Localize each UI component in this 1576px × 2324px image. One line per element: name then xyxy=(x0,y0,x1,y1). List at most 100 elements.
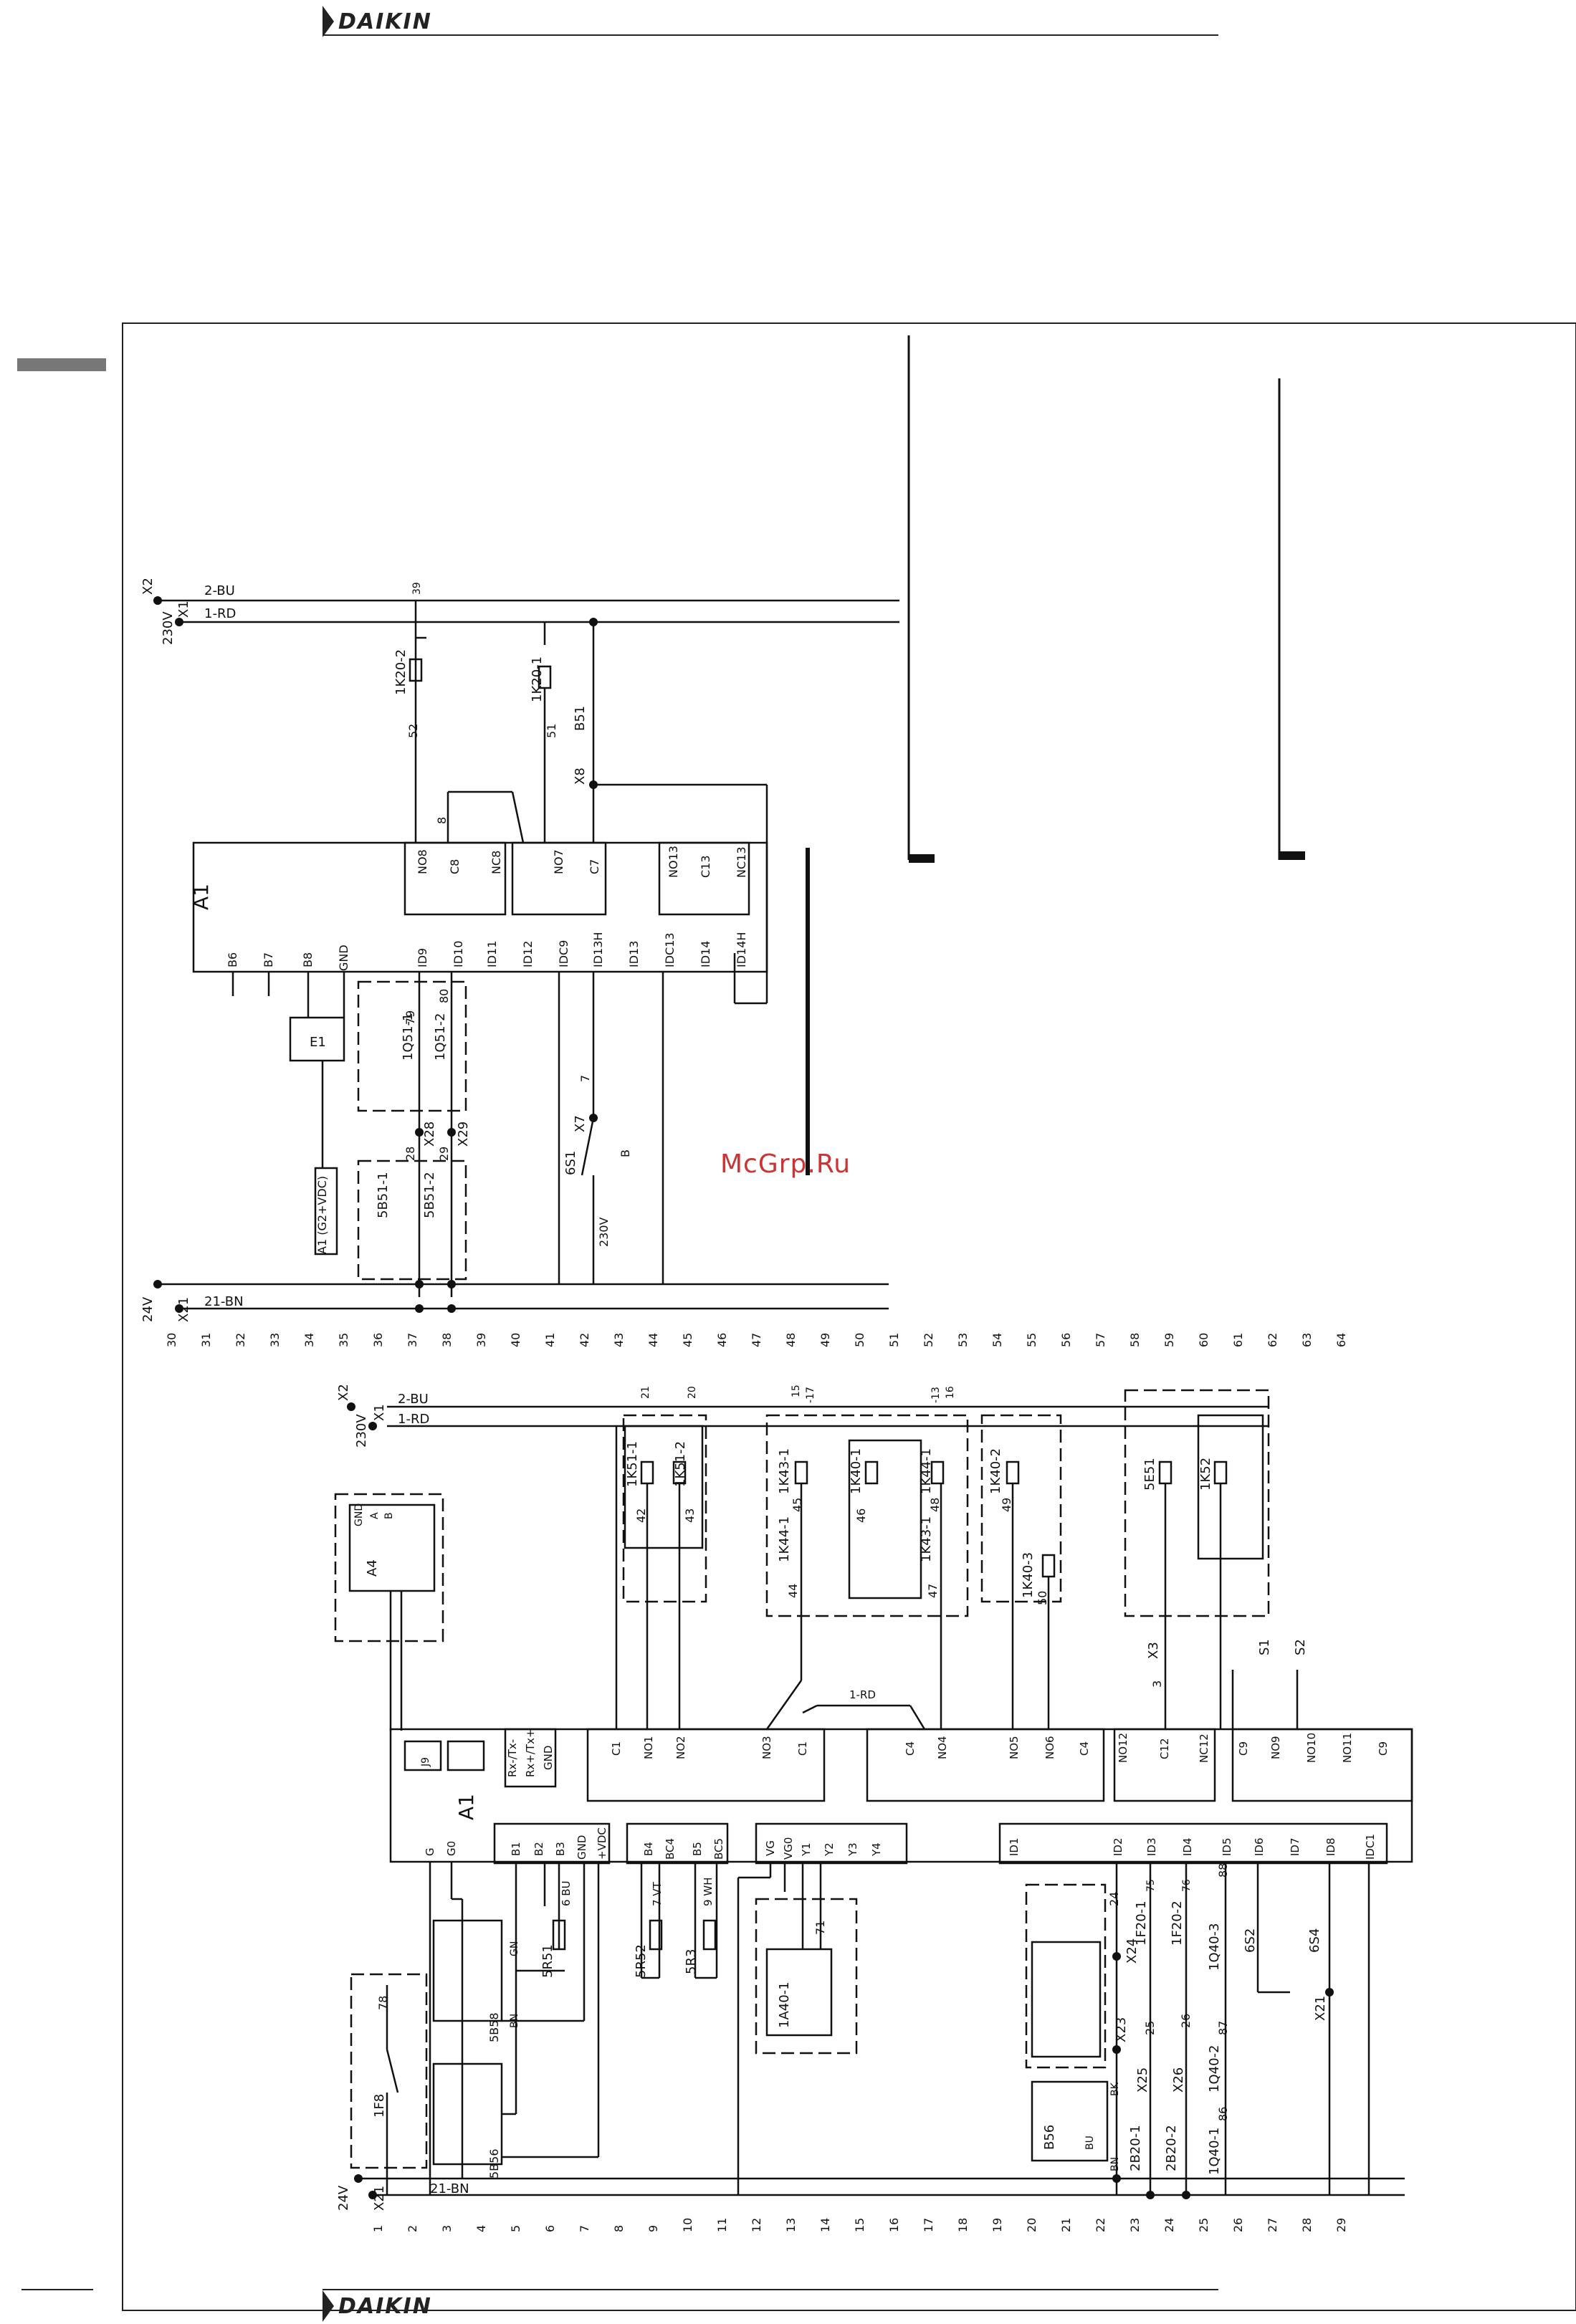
lower-label-5b56: 5B56 xyxy=(487,2148,501,2179)
lower-j5-id6: ID6 xyxy=(1253,1837,1266,1856)
upper-ruler-num: 55 xyxy=(1025,1333,1038,1347)
upper-ruler-num: 52 xyxy=(922,1333,935,1347)
upper-rail-x1: X1 xyxy=(176,601,191,618)
upper-j8-id13h: ID13H xyxy=(591,932,605,967)
lower-ruler-num: 15 xyxy=(853,2218,866,2232)
upper-label-x28: X28 xyxy=(422,1122,437,1147)
upper-ruler-num: 59 xyxy=(1162,1333,1176,1347)
upper-j6-gnd: GND xyxy=(337,945,350,971)
watermark-text: McGrp.Ru xyxy=(720,1149,851,1179)
lower-wire-gn: GN xyxy=(509,1941,520,1956)
lower-wire-43: 43 xyxy=(683,1508,697,1523)
junction-dots xyxy=(153,596,1334,2199)
lower-label-x23: X23 xyxy=(1114,2017,1129,2042)
lower-j16-no10: NO10 xyxy=(1305,1733,1318,1763)
upper-ruler-num: 44 xyxy=(646,1333,660,1347)
lower-wire-75: 75 xyxy=(1145,1879,1157,1892)
lower-rail-2bu: 2-BU xyxy=(398,1392,429,1407)
upper-wire-7: 7 xyxy=(578,1075,592,1082)
upper-j6-b8: B8 xyxy=(301,952,315,967)
upper-j7-id11: ID11 xyxy=(485,941,499,967)
lower-j12-no1: NO1 xyxy=(642,1736,655,1759)
lower-label-1k40-2: 1K40-2 xyxy=(988,1448,1003,1494)
upper-rail-x2: X2 xyxy=(140,578,156,595)
upper-label-a1-g2vdc: A1 (G2+VDC) xyxy=(315,1176,329,1254)
lower-ruler-num: 26 xyxy=(1231,2218,1245,2232)
upper-marker-b: B xyxy=(619,1149,632,1157)
upper-ruler-num: 40 xyxy=(509,1333,522,1347)
upper-label-1q51-2: 1Q51-2 xyxy=(433,1013,448,1061)
upper-ruler-num: 30 xyxy=(165,1333,178,1347)
header-rule xyxy=(323,34,1218,36)
lower-wire-bu: BU xyxy=(1084,2136,1096,2150)
lower-wire-9wh: 9 WH xyxy=(702,1878,715,1906)
lower-wire-bk: BK xyxy=(1109,2082,1121,2096)
lower-wire-50: 50 xyxy=(1036,1591,1049,1605)
lower-rail-x1: X1 xyxy=(372,1404,387,1421)
lower-ruler-num: 25 xyxy=(1197,2218,1210,2232)
lower-board-title: A1 xyxy=(454,1794,478,1820)
lower-j5-id8: ID8 xyxy=(1324,1837,1337,1856)
upper-label-x29: X29 xyxy=(456,1122,471,1147)
lower-j17-c12: C12 xyxy=(1158,1738,1171,1759)
lower-rail-1rd: 1-RD xyxy=(398,1412,429,1427)
upper-ruler-num: 50 xyxy=(853,1333,866,1347)
lower-j16-c9: C9 xyxy=(1237,1741,1250,1756)
upper-ruler-num: 36 xyxy=(371,1333,385,1347)
upper-ruler-num: 37 xyxy=(406,1333,419,1347)
lower-label-5r3: 5R3 xyxy=(684,1949,699,1974)
section-tab xyxy=(17,358,106,371)
lower-wire-15: 15 xyxy=(791,1385,802,1397)
lower-rail-x21: X21 xyxy=(372,2186,387,2211)
upper-wire-39: 39 xyxy=(411,582,423,595)
lower-wire-bn: BN xyxy=(509,2014,520,2028)
lower-label-1f8: 1F8 xyxy=(372,2094,387,2118)
upper-wire-29: 29 xyxy=(437,1147,451,1161)
lower-j2-b3: B3 xyxy=(554,1842,567,1856)
lower-ruler-num: 13 xyxy=(784,2218,798,2232)
lower-j11-rxtx-minus: Rx-/Tx- xyxy=(506,1739,519,1777)
lower-wire-86: 86 xyxy=(1216,2107,1230,2121)
lower-j13-no5: NO5 xyxy=(1008,1736,1021,1759)
lower-j2-vdc: +VDC xyxy=(596,1827,608,1860)
lower-label-1q40-2: 1Q40-2 xyxy=(1207,2045,1222,2093)
upper-wire-230v: 230V xyxy=(597,1217,611,1247)
upper-label-1k20-1: 1K20-1 xyxy=(530,656,545,702)
lower-ruler-num: 19 xyxy=(990,2218,1004,2232)
lower-label-a4: A4 xyxy=(365,1559,380,1577)
lower-j5-idc1: IDC1 xyxy=(1364,1834,1377,1860)
lower-ruler-num: 2 xyxy=(406,2225,419,2232)
upper-wire-79: 79 xyxy=(403,1010,417,1025)
lower-j16-c9b: C9 xyxy=(1377,1741,1390,1756)
upper-j18-nc13: NC13 xyxy=(735,847,748,879)
lower-ruler-num: 11 xyxy=(715,2218,729,2232)
lower-j12-c1: C1 xyxy=(610,1741,623,1756)
lower-ruler-num: 16 xyxy=(887,2218,901,2232)
lower-wire-25: 25 xyxy=(1143,2021,1157,2035)
footer-rule xyxy=(323,2289,1218,2290)
lower-j17-nc12: NC12 xyxy=(1198,1734,1210,1763)
lower-j1-g0: G0 xyxy=(445,1841,458,1856)
lower-label-1rd: 1-RD xyxy=(849,1688,876,1701)
upper-rail-1rd: 1-RD xyxy=(204,606,236,621)
lower-wire-87: 87 xyxy=(1216,2021,1230,2035)
lower-wire-13: -13 xyxy=(930,1387,942,1403)
upper-ruler-num: 45 xyxy=(681,1333,694,1347)
lower-ruler: 1 2 3 4 5 6 7 8 9 10 11 12 13 14 15 16 1… xyxy=(371,2218,1348,2232)
brand-mark-icon xyxy=(323,6,334,37)
lower-ruler-num: 20 xyxy=(1025,2218,1038,2232)
upper-rail-21bn: 21-BN xyxy=(204,1294,244,1309)
lower-j12-no3: NO3 xyxy=(760,1736,773,1759)
lower-label-1k43-1-b: 1K43-1 xyxy=(919,1516,934,1562)
lower-wire-44: 44 xyxy=(786,1584,800,1598)
lower-wire-21: 21 xyxy=(640,1386,651,1399)
upper-label-b51: B51 xyxy=(573,706,588,731)
upper-j14-no7: NO7 xyxy=(552,849,565,874)
brand-logo-top: DAIKIN xyxy=(323,6,432,37)
lower-j17-no12: NO12 xyxy=(1117,1733,1130,1763)
upper-j7-idc9: IDC9 xyxy=(557,940,570,967)
lower-j4-y3: Y3 xyxy=(846,1842,859,1857)
lower-ruler-num: 22 xyxy=(1094,2218,1107,2232)
lower-j5-id4: ID4 xyxy=(1181,1837,1194,1856)
brand-mark-icon xyxy=(323,2290,334,2322)
